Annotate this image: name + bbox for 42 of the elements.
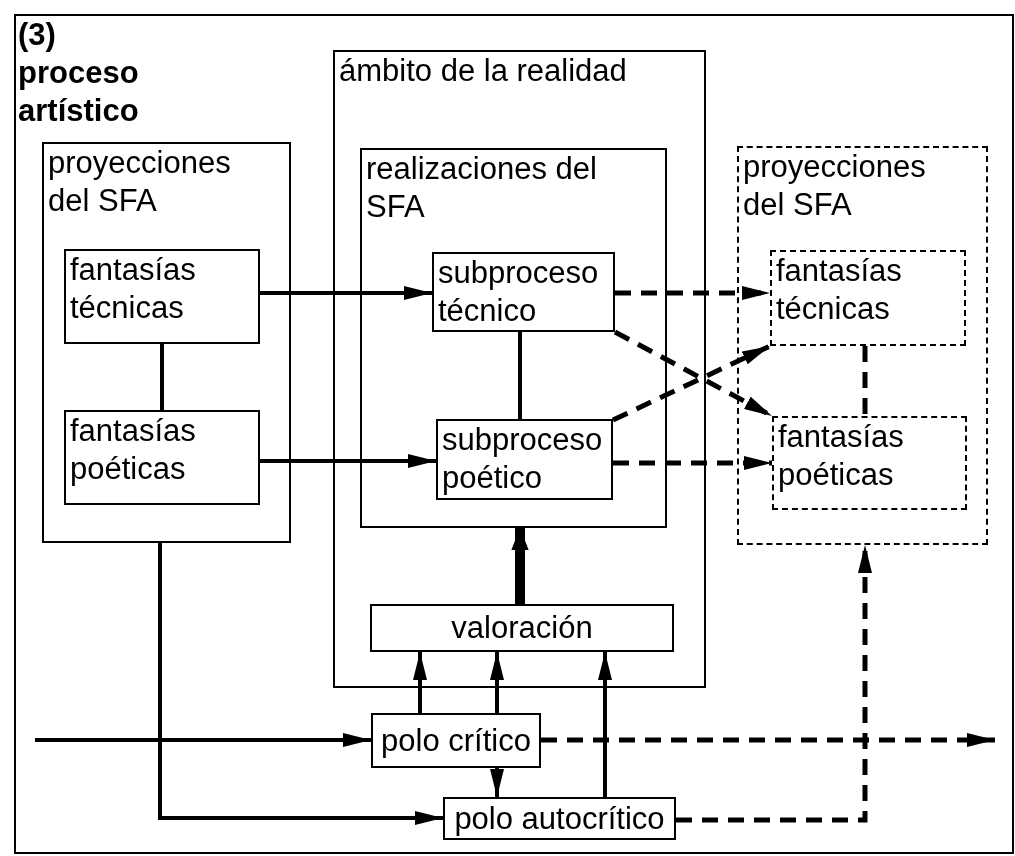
node-label: subproceso técnico: [437, 254, 600, 330]
arrow: [260, 454, 436, 468]
dashed-process-box: [772, 416, 967, 510]
node-label: proyecciones del SFA: [742, 148, 927, 224]
arrow: [598, 652, 612, 797]
node-label: polo autocrítico: [453, 799, 666, 838]
node-label: subproceso poético: [441, 421, 604, 497]
process-box: [432, 252, 615, 332]
dashed-group-box: [737, 146, 988, 545]
process-box: [443, 797, 676, 840]
dashed-arrow: [613, 456, 772, 470]
dashed-arrow: [613, 329, 774, 419]
node-label: ámbito de la realidad: [338, 52, 628, 90]
node-label: fantasías técnicas: [69, 251, 197, 327]
node-label: realizaciones del SFA: [365, 150, 598, 226]
frame-box: [14, 14, 1014, 854]
arrow: [35, 733, 371, 747]
dashed-process-box: [770, 250, 966, 346]
node-label: proyecciones del SFA: [47, 144, 232, 220]
node-label: fantasías técnicas: [775, 252, 903, 328]
dashed-arrow: [611, 343, 772, 423]
arrow: [490, 768, 504, 797]
arrow: [511, 528, 529, 604]
process-box: [370, 604, 674, 652]
process-box: [64, 249, 260, 344]
arrow: [413, 652, 427, 713]
node-label: fantasías poéticas: [69, 412, 197, 488]
arrow: [490, 652, 504, 713]
dashed-arrow: [615, 286, 770, 300]
arrow: [260, 286, 432, 300]
group-box: [42, 142, 291, 543]
group-box: [333, 50, 706, 688]
group-box: [360, 148, 667, 528]
process-box: [371, 713, 541, 768]
process-box: [64, 410, 260, 505]
diagram-heading: (3) proceso artístico: [17, 16, 140, 130]
node-label: fantasías poéticas: [777, 418, 905, 494]
node-label: polo crítico: [380, 721, 532, 760]
dashed-arrow: [676, 545, 872, 823]
arrow: [158, 543, 443, 825]
dashed-arrow: [541, 733, 995, 747]
node-label: valoración: [450, 609, 594, 647]
